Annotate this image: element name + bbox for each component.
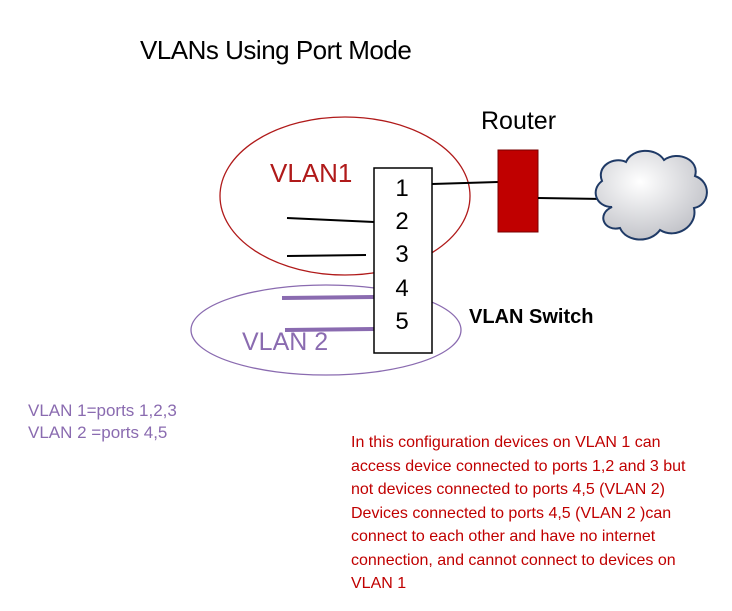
switch-label: VLAN Switch [469, 306, 594, 328]
legend-line: VLAN 1=ports 1,2,3 [28, 401, 177, 420]
note-line: not devices connected to ports 4,5 (VLAN… [351, 481, 665, 498]
vlan1-label: VLAN1 [270, 158, 353, 188]
switch-icon [373, 167, 433, 354]
port5-link [284, 327, 375, 332]
vlan-legend: VLAN 1=ports 1,2,3 VLAN 2 =ports 4,5 [28, 400, 177, 444]
port-label-1: 1 [395, 175, 409, 202]
port4-link [281, 295, 375, 300]
page-title: VLANs Using Port Mode [140, 35, 412, 65]
vlan2-label: VLAN 2 [242, 328, 329, 356]
note-line: Devices connected to ports 4,5 (VLAN 2 )… [351, 504, 672, 522]
router-link [431, 181, 499, 185]
port2-link [286, 217, 375, 223]
port3-link [286, 254, 367, 257]
note-line: In this configuration devices on VLAN 1 … [351, 434, 661, 451]
cloud-icon [594, 149, 708, 241]
port-label-2: 2 [395, 208, 409, 235]
router-label: Router [481, 107, 557, 135]
note-line: access device connected to ports 1,2 and… [351, 457, 686, 475]
vlan2-ellipse [190, 284, 462, 376]
config-note: In this configuration devices on VLAN 1 … [351, 431, 723, 596]
port-label-3: 3 [395, 241, 409, 268]
note-line: connect to each other and have no intern… [351, 528, 656, 545]
vlan1-ellipse [219, 116, 471, 276]
note-line: connection, and cannot connect to device… [351, 551, 676, 569]
internet-link [537, 197, 605, 200]
port-label-5: 5 [395, 308, 409, 335]
router-icon [497, 149, 539, 233]
port-label-4: 4 [395, 275, 409, 302]
legend-line: VLAN 2 =ports 4,5 [28, 423, 168, 442]
note-line: VLAN 1 [351, 575, 407, 592]
